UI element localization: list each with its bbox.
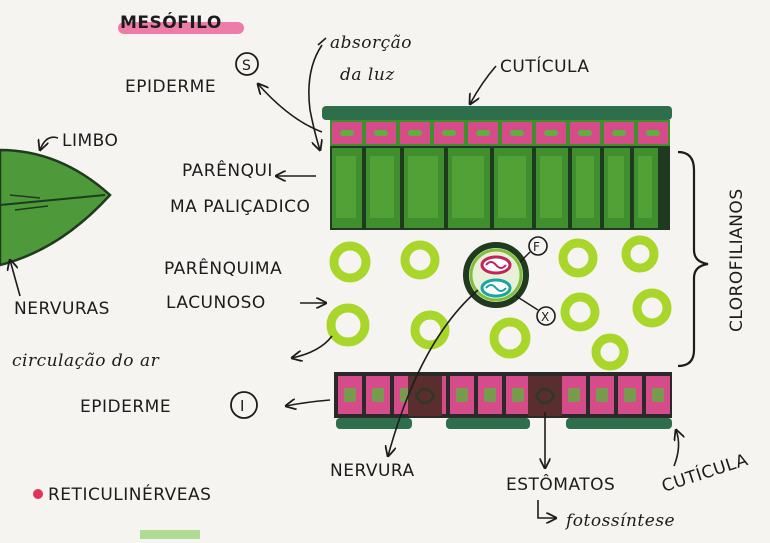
title-highlight [118, 22, 244, 34]
xylem-badge [536, 306, 556, 326]
epiderme-i-arrow [286, 400, 331, 406]
bottom-scrap [140, 530, 200, 539]
epidermis-cell-inner [646, 130, 660, 136]
palicadico-label-line2: MA PALIÇADICO [170, 197, 310, 217]
lower-epidermis-cell-inner [372, 388, 384, 402]
nervura-arrow [388, 289, 479, 456]
epiderme-i-label: EPIDERME [80, 397, 171, 417]
palisade-cell-inner [408, 156, 438, 218]
nervuras-arrow [10, 260, 21, 297]
epidermis-cell-inner [442, 130, 456, 136]
spongy-cell [410, 310, 450, 350]
epidermis-cell-inner [340, 130, 354, 136]
spongy-cell [489, 317, 531, 359]
page-title: MESÓFILO [120, 11, 222, 33]
spongy-cell [400, 240, 440, 280]
stoma [528, 376, 562, 416]
limbo-label: LIMBO [62, 131, 118, 151]
stoma [408, 376, 442, 416]
cuticula-bottom-arrow [673, 430, 679, 467]
lacunoso-label-line2: LACUNOSO [166, 293, 266, 313]
epiderme-i-badge-label: I [240, 397, 244, 415]
palisade-cell-inner [540, 156, 562, 218]
leaf-blade [0, 148, 112, 267]
nervura-label: NERVURA [330, 461, 415, 481]
phloem-badge [528, 236, 548, 256]
lower-epidermis-cell-inner [652, 388, 664, 402]
spongy-cell [621, 235, 659, 273]
lower-epidermis-cell-inner [568, 388, 580, 402]
epidermis-cell-inner [612, 130, 626, 136]
absorcao-arrow [308, 44, 322, 150]
epidermis-cell-inner [544, 130, 558, 136]
upper-cuticle [322, 106, 672, 120]
spongy-cell [329, 241, 371, 283]
absorcao-label-line2: da luz [340, 65, 395, 85]
epidermis-cell-inner [374, 130, 388, 136]
circulacao-label: circulação do ar [12, 351, 160, 371]
lower-cuticle [336, 418, 672, 429]
reticulinerveas-label: RETICULINÉRVEAS [48, 483, 211, 505]
palisade-cell-inner [336, 156, 356, 218]
spongy-cell [591, 333, 629, 371]
lower-epidermis-cell-inner [512, 388, 524, 402]
epidermis-cell-inner [408, 130, 422, 136]
absorcao-label-line1: absorção [330, 33, 412, 53]
palisade-cell-inner [638, 156, 652, 218]
epiderme-s-badge-label: S [242, 58, 251, 74]
lacunoso-label-line1: PARÊNQUIMA [164, 257, 282, 279]
cuticula-top-label: CUTÍCULA [500, 55, 590, 77]
epiderme-s-label: EPIDERME [125, 77, 216, 97]
palisade-parenchyma [330, 146, 670, 230]
epidermis-cell-inner [578, 130, 592, 136]
fotossintese-arrow [537, 500, 556, 518]
nervuras-label: NERVURAS [14, 299, 110, 319]
epiderme-s-badge [235, 52, 259, 76]
lower-epidermis [334, 372, 672, 418]
lower-epidermis-cell-inner [596, 388, 608, 402]
lower-epidermis-base [334, 372, 672, 418]
palisade-cell-inner [498, 156, 526, 218]
limbo-arrow [40, 136, 59, 150]
lower-epidermis-cell-inner [344, 388, 356, 402]
lower-epidermis-cell-inner [624, 388, 636, 402]
palisade-cell-inner [452, 156, 484, 218]
upper-epidermis [330, 120, 670, 146]
lower-epidermis-cell-inner [484, 388, 496, 402]
spongy-cell [558, 238, 598, 278]
cuticula-bottom-label: CUTÍCULA [659, 448, 751, 497]
epiderme-i-badge [230, 391, 258, 419]
circulacao-arrow [292, 335, 333, 358]
spongy-cell [560, 292, 600, 332]
spongy-cell [326, 303, 370, 347]
vascular-bundle [463, 242, 529, 308]
palicadico-label-line1: PARÊNQUI [182, 159, 273, 181]
lower-epidermis-cell-inner [456, 388, 468, 402]
reticulinerveas-bullet [33, 489, 43, 499]
spongy-cell [632, 288, 672, 328]
cuticula-top-arrow [470, 65, 497, 104]
epiderme-s-arrow [258, 84, 323, 133]
xylem-badge-label: X [541, 310, 549, 324]
palisade-cell-inner [370, 156, 394, 218]
epidermis-cell-inner [510, 130, 524, 136]
stomata [408, 376, 562, 416]
estomatos-label: ESTÔMATOS [506, 473, 615, 495]
clorofilianos-bracket [677, 150, 709, 368]
palisade-cell-inner [608, 156, 624, 218]
clorofilianos-label: CLOROFILIANOS [727, 188, 747, 332]
phloem-badge-label: F [533, 240, 540, 254]
fotossintese-label: fotossíntese [564, 511, 675, 531]
spongy-parenchyma [326, 235, 672, 371]
palisade-cell-inner [576, 156, 594, 218]
epidermis-cell-inner [476, 130, 490, 136]
